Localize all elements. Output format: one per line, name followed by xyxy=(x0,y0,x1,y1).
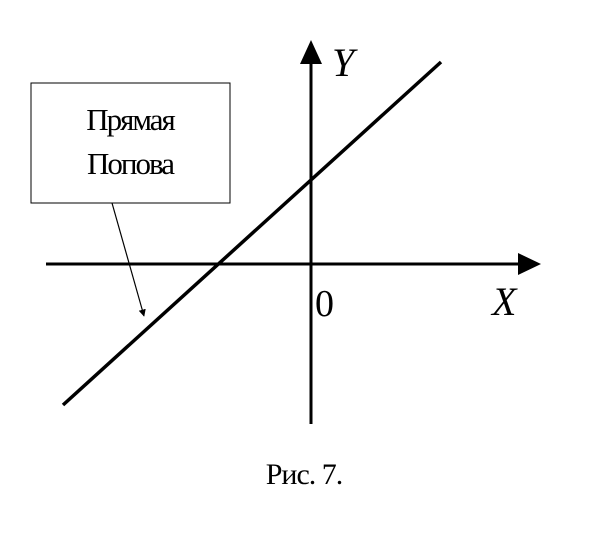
y-axis-label: Y xyxy=(332,40,358,85)
label-line-1: Прямая xyxy=(86,102,175,137)
origin-label: 0 xyxy=(315,283,334,325)
y-axis-arrowhead xyxy=(300,40,322,64)
popov-line xyxy=(61,60,443,407)
figure-caption: Рис. 7. xyxy=(265,458,344,491)
label-pointer xyxy=(111,202,146,317)
x-axis-arrowhead xyxy=(518,253,541,275)
x-axis-label: X xyxy=(490,279,518,324)
label-box xyxy=(30,82,231,204)
label-line-2: Попова xyxy=(87,146,175,181)
